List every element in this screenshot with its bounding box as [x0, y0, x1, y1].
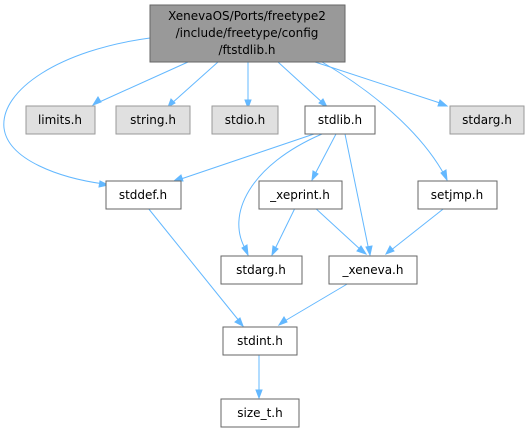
- edge-stddef-stdint: [147, 207, 241, 323]
- node-ftstdlib-label-line3: /ftstdlib.h: [218, 43, 275, 57]
- edge-stdint-size-t-arrow: [255, 389, 263, 400]
- edge-setjmp-xeneva: [389, 205, 448, 252]
- edge-root-string-arrow: [167, 98, 176, 109]
- edge-setjmp-xeneva-arrow: [384, 245, 395, 255]
- edge-stdlib-xeprint-arrow: [311, 170, 319, 182]
- edge-xeprint-stdarg-mid-arrow: [271, 245, 279, 257]
- edges: [3, 37, 449, 400]
- edge-root-stdlib: [277, 61, 325, 105]
- node-xeneva-label: _xeneva.h: [342, 263, 404, 277]
- edge-stdlib-xeprint: [313, 133, 337, 177]
- node-stdio-h: stdio.h: [211, 105, 279, 135]
- edge-root-limits: [94, 61, 189, 105]
- node-ftstdlib-label-line1: XenevaOS/Ports/freetype2: [168, 9, 326, 23]
- node-ftstdlib-label-line2: /include/freetype/config: [176, 26, 319, 40]
- node-string-h: string.h: [115, 105, 191, 135]
- edge-xeprint-xeneva-arrow: [356, 245, 368, 255]
- node-xeneva-h[interactable]: _xeneva.h: [328, 255, 418, 285]
- edge-xeneva-stdint-arrow: [277, 316, 288, 326]
- edge-root-stdarg-top-arrow: [437, 99, 449, 107]
- node-setjmp-label: setjmp.h: [431, 188, 483, 202]
- edge-root-stdlib-arrow: [318, 98, 329, 109]
- edge-root-stdarg-top: [314, 61, 444, 105]
- node-stdarg-top-label: stdarg.h: [462, 113, 512, 127]
- edge-stdlib-xeneva-arrow: [365, 245, 373, 257]
- edge-root-stdio-arrow: [244, 99, 252, 110]
- node-stdarg-h-mid[interactable]: stdarg.h: [220, 255, 303, 285]
- node-stdlib-label: stdlib.h: [318, 113, 362, 127]
- edge-stdlib-stddef-arrow: [172, 174, 184, 182]
- edge-stdlib-stdarg-mid: [238, 133, 323, 251]
- edge-stdlib-stddef: [177, 133, 315, 181]
- node-stdarg-mid-label: stdarg.h: [236, 263, 286, 277]
- edge-root-setjmp-arrow: [440, 169, 448, 182]
- node-stdio-label: stdio.h: [225, 113, 265, 127]
- node-stddef-label: stddef.h: [119, 188, 167, 202]
- node-stdarg-h-top: stdarg.h: [449, 105, 525, 135]
- node-setjmp-h[interactable]: setjmp.h: [417, 180, 498, 210]
- node-stdlib-h[interactable]: stdlib.h: [304, 105, 376, 135]
- edge-root-setjmp: [321, 61, 446, 177]
- edge-stdlib-stdarg-mid-arrow: [241, 244, 249, 257]
- edge-stdlib-xeneva: [344, 133, 370, 252]
- edge-root-limits-arrow: [91, 96, 102, 106]
- edge-stddef-stdint-arrow: [234, 317, 244, 328]
- edge-xeneva-stdint: [282, 279, 355, 323]
- node-string-label: string.h: [130, 113, 176, 127]
- node-size-t-h[interactable]: size_t.h: [220, 398, 300, 428]
- node-size-t-label: size_t.h: [237, 406, 282, 420]
- edge-xeprint-xeneva: [312, 205, 363, 252]
- node-limits-h: limits.h: [25, 105, 96, 135]
- edge-root-string: [170, 61, 219, 105]
- node-limits-label: limits.h: [38, 113, 82, 127]
- node-stdint-h[interactable]: stdint.h: [222, 326, 298, 356]
- node-ftstdlib-h[interactable]: XenevaOS/Ports/freetype2 /include/freety…: [149, 4, 346, 63]
- node-stdint-label: stdint.h: [237, 334, 283, 348]
- node-xeprint-h[interactable]: _xeprint.h: [258, 180, 343, 210]
- node-xeprint-label: _xeprint.h: [269, 188, 330, 202]
- node-stddef-h[interactable]: stddef.h: [105, 180, 182, 210]
- edge-root-stddef: [3, 37, 151, 185]
- edge-xeprint-stdarg-mid: [273, 205, 297, 252]
